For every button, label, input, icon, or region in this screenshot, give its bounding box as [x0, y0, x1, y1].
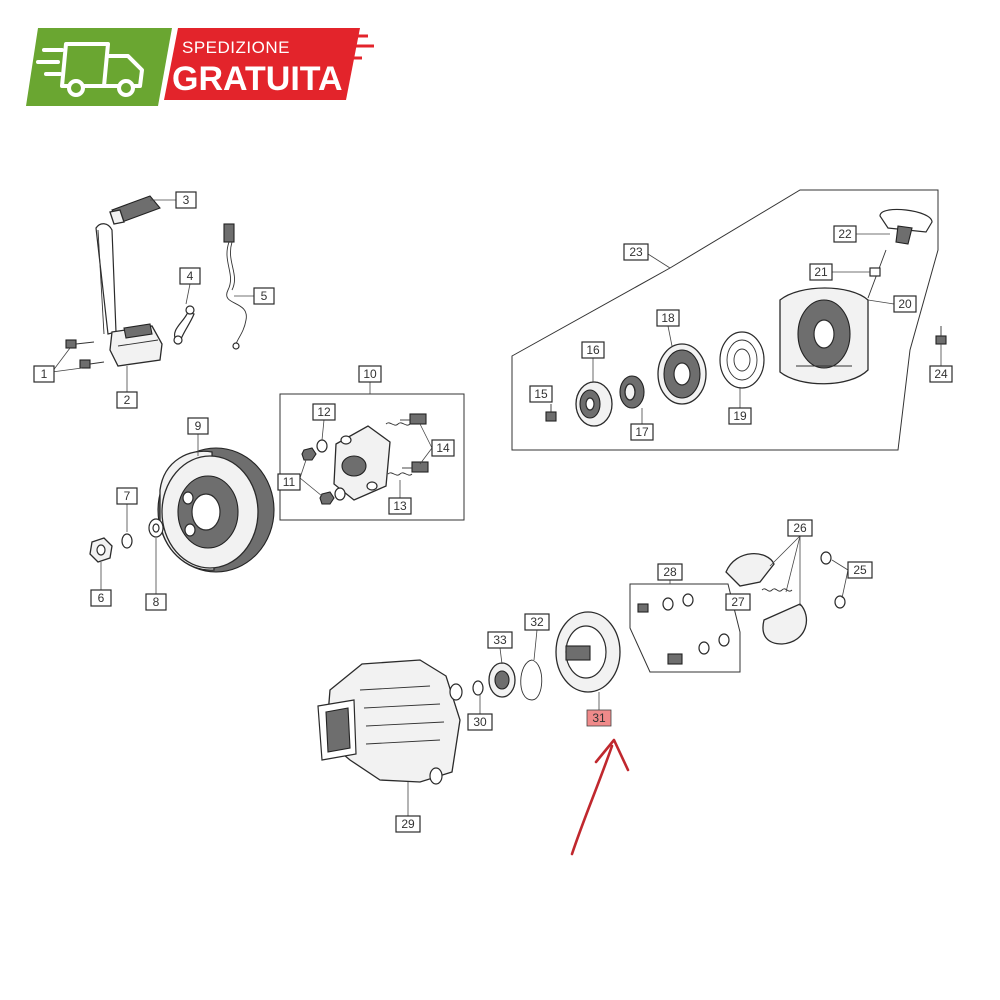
callout-25: 25	[831, 559, 873, 599]
svg-text:27: 27	[731, 595, 745, 609]
callout-6: 6	[90, 562, 112, 607]
starter-parts	[545, 208, 947, 427]
banner-line-2: GRATUITA	[172, 60, 343, 98]
svg-text:16: 16	[586, 343, 600, 357]
callout-20: 20	[867, 295, 917, 313]
callout-24: 24	[929, 344, 953, 383]
callout-32: 32	[524, 613, 550, 661]
svg-text:25: 25	[853, 563, 867, 577]
svg-text:15: 15	[534, 387, 548, 401]
delivery-truck-icon	[36, 42, 144, 97]
svg-text:6: 6	[98, 591, 105, 605]
callout-21: 21	[809, 263, 870, 281]
svg-text:30: 30	[473, 715, 487, 729]
callout-17: 17	[630, 408, 654, 441]
svg-text:29: 29	[401, 817, 415, 831]
svg-text:18: 18	[661, 311, 675, 325]
callout-29: 29	[395, 782, 421, 833]
screw-1b	[79, 359, 105, 369]
svg-text:1: 1	[41, 367, 48, 381]
callout-27: 27	[725, 593, 751, 611]
svg-text:11: 11	[283, 475, 296, 489]
banner-green-panel	[26, 28, 172, 106]
ignition-coil-group	[65, 195, 247, 369]
callout-7: 7	[116, 487, 138, 532]
svg-text:28: 28	[663, 565, 677, 579]
svg-text:12: 12	[317, 405, 331, 419]
svg-text:13: 13	[393, 499, 407, 513]
carburetor-parts-frame	[279, 382, 465, 521]
callout-15: 15	[529, 385, 553, 403]
callout-4: 4	[179, 267, 201, 305]
highlight-arrow-icon	[570, 738, 630, 856]
callout-23: 23	[623, 243, 649, 261]
callout-2: 2	[116, 366, 138, 409]
callout-13: 13	[388, 480, 412, 515]
callout-10: 10	[358, 365, 382, 383]
banner-speed-lines	[346, 34, 374, 60]
callout-3: 3	[150, 191, 197, 209]
svg-text:24: 24	[934, 367, 948, 381]
callout-19: 19	[728, 388, 752, 425]
banner-line-1: SPEDIZIONE	[182, 38, 290, 57]
banner-red-panel	[164, 28, 360, 100]
clutch-housing-29	[317, 659, 463, 785]
callout-26: 26	[769, 519, 813, 606]
flywheel-group	[89, 447, 275, 573]
svg-text:3: 3	[183, 193, 190, 207]
free-shipping-banner: SPEDIZIONE GRATUITA	[26, 28, 374, 106]
callout-16: 16	[581, 341, 605, 382]
svg-text:10: 10	[363, 367, 377, 381]
svg-text:9: 9	[195, 419, 202, 433]
callout-18: 18	[656, 309, 680, 347]
svg-text:20: 20	[898, 297, 912, 311]
svg-text:31: 31	[592, 711, 606, 725]
callout-14: 14	[419, 423, 455, 465]
svg-text:5: 5	[261, 289, 268, 303]
svg-text:21: 21	[814, 265, 828, 279]
svg-text:26: 26	[793, 521, 807, 535]
svg-text:33: 33	[493, 633, 507, 647]
callout-9: 9	[187, 417, 209, 456]
callout-28: 28	[657, 563, 683, 584]
svg-text:19: 19	[733, 409, 747, 423]
svg-text:17: 17	[635, 425, 649, 439]
svg-text:7: 7	[124, 489, 131, 503]
svg-text:4: 4	[187, 269, 194, 283]
starter-assembly-frame	[511, 189, 939, 451]
svg-text:23: 23	[629, 245, 643, 259]
callout-33: 33	[487, 631, 513, 665]
svg-text:8: 8	[153, 595, 160, 609]
clutch-small-parts	[472, 551, 846, 701]
callout-31-highlighted: 31	[586, 692, 612, 727]
callout-11: 11	[277, 459, 323, 497]
screw-1a	[65, 339, 95, 349]
callout-1: 1	[33, 347, 83, 383]
callout-8: 8	[145, 538, 167, 611]
callout-30: 30	[467, 694, 493, 731]
svg-text:32: 32	[530, 615, 544, 629]
callout-22: 22	[833, 225, 890, 243]
carburetor-parts	[301, 413, 429, 505]
svg-text:2: 2	[124, 393, 131, 407]
callout-5: 5	[234, 287, 275, 305]
callout-12: 12	[312, 403, 336, 441]
svg-text:22: 22	[838, 227, 852, 241]
svg-text:14: 14	[436, 441, 450, 455]
